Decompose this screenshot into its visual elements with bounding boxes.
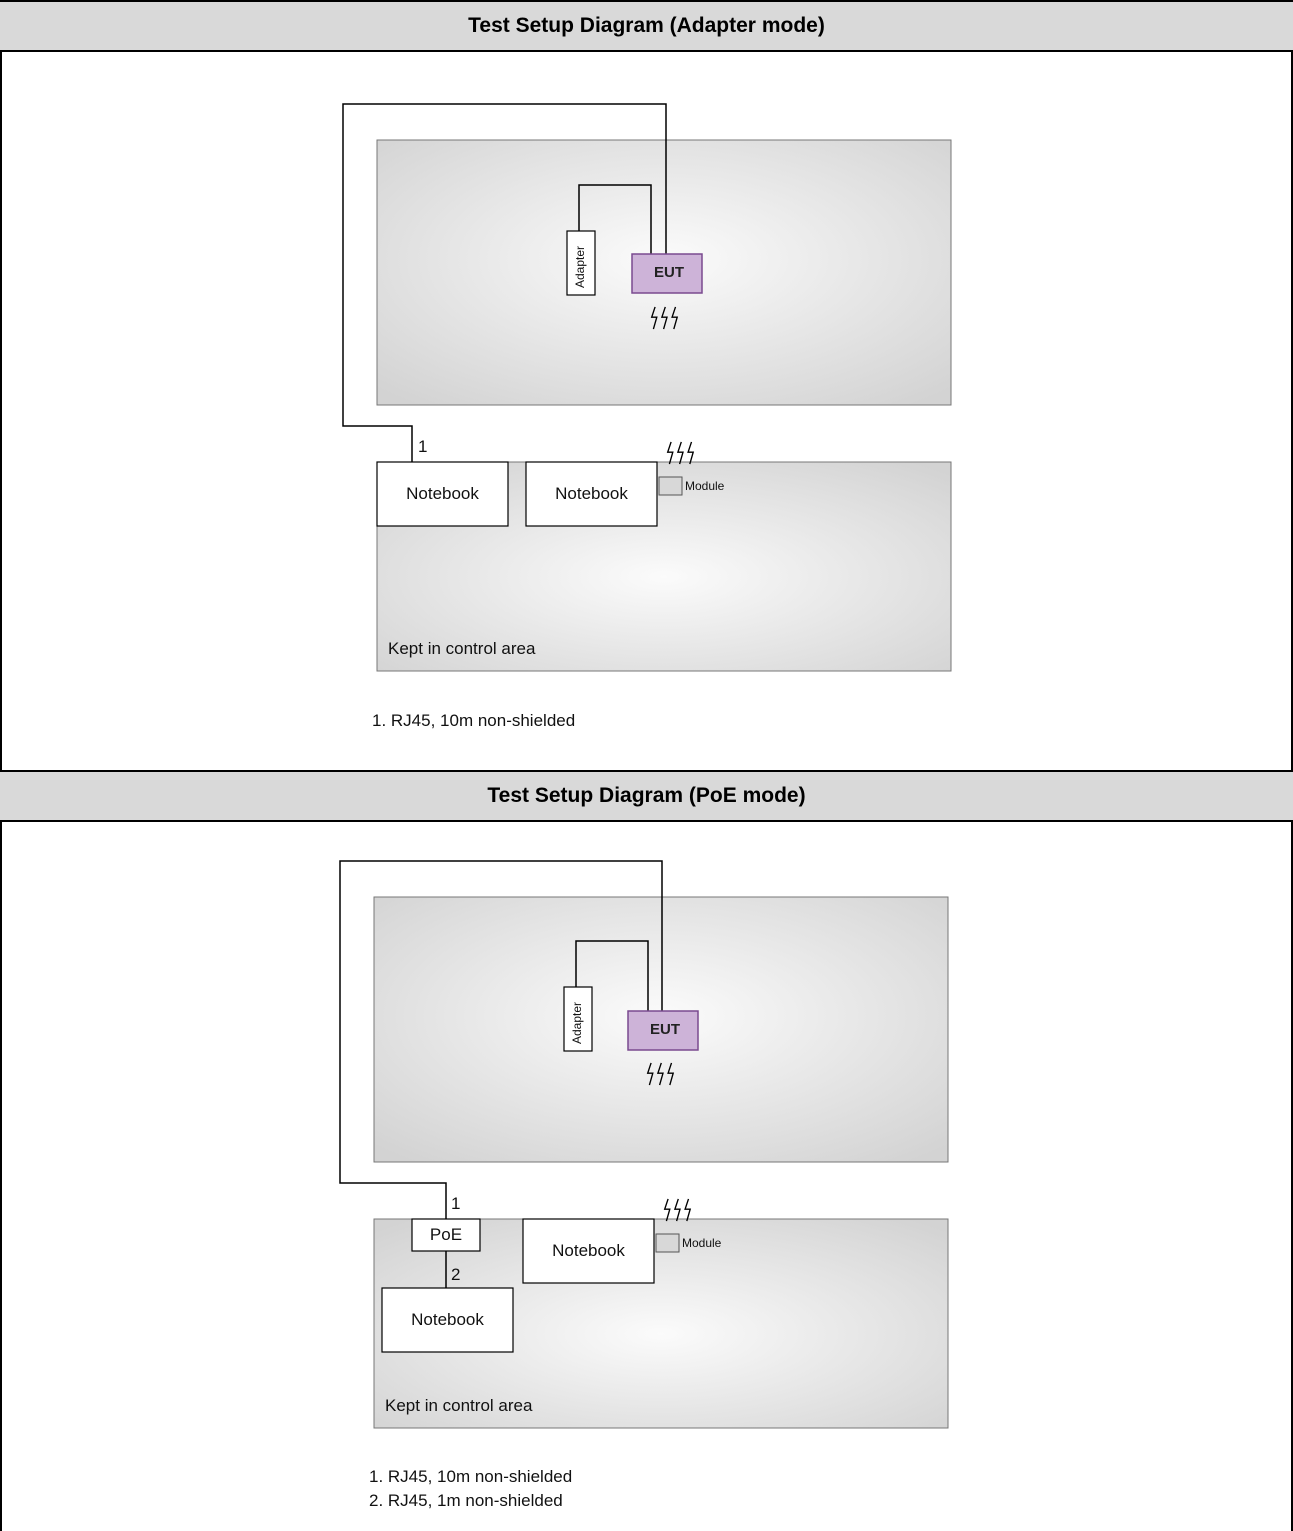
- adapter-box: [566, 230, 596, 296]
- module-box: [658, 476, 683, 496]
- notebook-label: Notebook: [555, 484, 628, 503]
- rj45-cable-1: [339, 860, 663, 1219]
- notebook-label: Notebook: [411, 1310, 484, 1329]
- section-title: Test Setup Diagram (PoE mode): [487, 784, 806, 807]
- cable-number-label: 1: [418, 437, 428, 456]
- adapter-box: [563, 986, 593, 1052]
- notebook-label: Notebook: [406, 484, 479, 503]
- cable-note: 1. RJ45, 10m non-shielded: [372, 711, 576, 730]
- notebook-label: Notebook: [552, 1241, 625, 1260]
- adapter-cable: [575, 940, 649, 1011]
- section-title: Test Setup Diagram (Adapter mode): [468, 14, 825, 37]
- notebook-box: [525, 461, 658, 527]
- eut-box: [627, 1010, 699, 1051]
- adapter-cable: [578, 184, 652, 254]
- adapter-label: Adapter: [570, 1001, 584, 1044]
- module-label: Module: [682, 1236, 722, 1250]
- eut-label: EUT: [650, 1021, 680, 1038]
- adapter-label: Adapter: [573, 245, 587, 288]
- notebook-box: [381, 1287, 514, 1353]
- cable-number-label: 1: [451, 1194, 461, 1213]
- cable-number-label: 2: [451, 1265, 461, 1284]
- notebook-box: [522, 1218, 655, 1284]
- section-header-poe: Test Setup Diagram (PoE mode): [0, 770, 1293, 822]
- cable-note: 2. RJ45, 1m non-shielded: [369, 1491, 563, 1510]
- control-area-label: Kept in control area: [385, 1396, 533, 1415]
- wireless-signal-icon: [667, 441, 694, 465]
- rj45-cable-1: [342, 103, 667, 462]
- module-box: [655, 1233, 680, 1253]
- poe-label: PoE: [429, 1225, 463, 1244]
- poe-box: [411, 1218, 481, 1252]
- notebook-box: [376, 461, 509, 527]
- eut-label: EUT: [654, 264, 684, 281]
- wireless-signal-icon: [664, 1198, 691, 1222]
- control-area-label: Kept in control area: [388, 639, 536, 658]
- eut-box: [631, 253, 703, 294]
- module-label: Module: [685, 479, 725, 493]
- section-header-adapter: Test Setup Diagram (Adapter mode): [0, 0, 1293, 52]
- cable-note: 1. RJ45, 10m non-shielded: [369, 1467, 573, 1486]
